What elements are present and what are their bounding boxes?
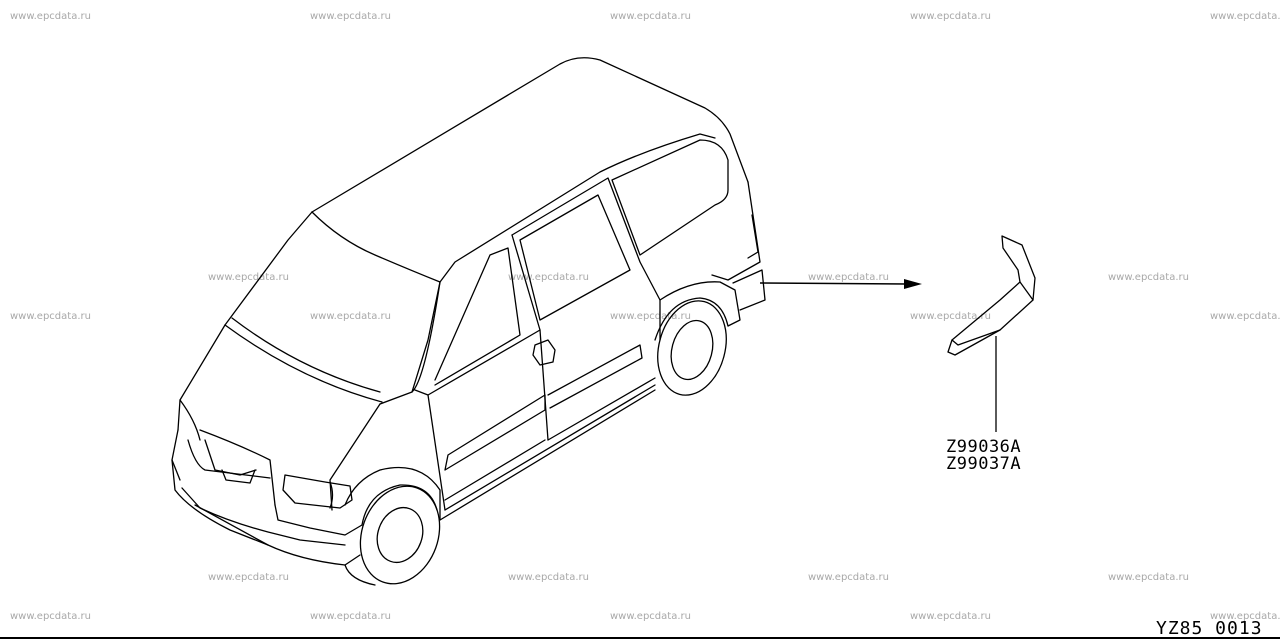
bottom-border [0,637,1280,639]
watermark: www.epcdata.ru [508,572,589,583]
arrow-right-icon [759,279,922,289]
watermark: www.epcdata.ru [310,11,391,22]
minivan-isometric-drawing [171,57,766,586]
watermark: www.epcdata.ru [610,311,691,322]
watermark: www.epcdata.ru [508,272,589,283]
watermark: www.epcdata.ru [910,11,991,22]
part-number-label[interactable]: Z99036A [946,437,1022,457]
watermark: www.epcdata.ru [1210,311,1280,322]
watermark: www.epcdata.ru [208,572,289,583]
watermark: www.epcdata.ru [10,611,91,622]
watermark: www.epcdata.ru [310,611,391,622]
watermark: www.epcdata.ru [808,272,889,283]
part-number-label[interactable]: Z99037A [946,454,1022,474]
watermark: www.epcdata.ru [910,311,991,322]
watermark: www.epcdata.ru [1108,572,1189,583]
watermark: www.epcdata.ru [10,11,91,22]
watermark: www.epcdata.ru [1210,611,1280,622]
watermark: www.epcdata.ru [1108,272,1189,283]
watermark: www.epcdata.ru [910,611,991,622]
watermark: www.epcdata.ru [808,572,889,583]
watermark: www.epcdata.ru [1210,11,1280,22]
diagram-reference-code: YZ85 0013 [1156,618,1263,639]
watermark: www.epcdata.ru [310,311,391,322]
watermark: www.epcdata.ru [208,272,289,283]
watermark: www.epcdata.ru [610,11,691,22]
watermark: www.epcdata.ru [610,611,691,622]
side-sill-protector-drawing [947,235,1036,356]
watermark: www.epcdata.ru [10,311,91,322]
